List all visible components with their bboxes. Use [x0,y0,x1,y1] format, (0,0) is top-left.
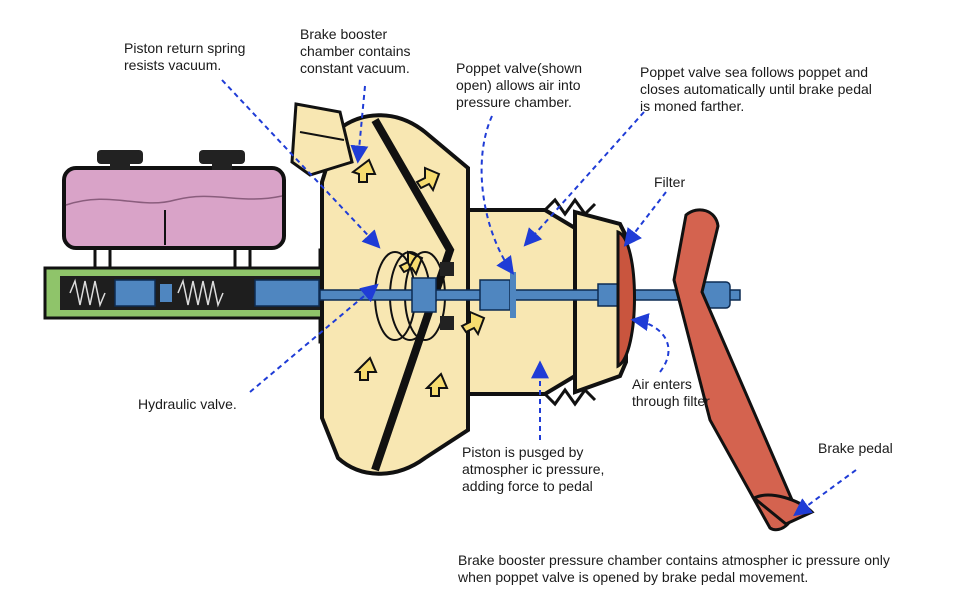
leader-piston-spring [221,79,381,249]
label-brake-pedal: Brake pedal [818,440,893,456]
airflow-arrow-4 [353,356,378,381]
vacuum-inlet [290,102,354,177]
leader-hydraulic-valve [249,283,379,393]
label-piston-return-spring: Piston return spring resists vacuum. [124,40,246,73]
leader-filter [623,191,667,247]
leader-poppet-seal [523,111,645,247]
reservoir-cap-right [199,150,245,170]
air-filter [616,229,636,369]
airflow-arrow-1 [350,158,377,183]
leader-lines [221,79,857,517]
airflow-arrow-6 [460,310,486,337]
leader-brake-pedal [793,469,857,517]
master-cylinder [43,248,347,344]
label-hydraulic-valve: Hydraulic valve. [138,396,237,412]
label-air-enters: Air enters through filter [632,376,710,409]
brake-pedal-arm [672,208,815,532]
leader-air-enters [630,313,670,373]
label-pressure-chamber-note: Brake booster pressure chamber contains … [458,552,890,585]
leader-booster-chamber [350,85,369,164]
label-poppet-valve-seal: Poppet valve sea follows poppet and clos… [640,64,872,114]
label-piston-pushed: Piston is pusged by atmospher ic pressur… [462,444,605,494]
fluid-reservoir [62,166,286,268]
label-filter: Filter [654,174,686,190]
airflow-arrow-5 [424,372,449,397]
leader-poppet-open [480,115,515,275]
reservoir-cap-left [97,150,143,170]
label-poppet-valve-open: Poppet valve(shown open) allows air into… [456,60,583,110]
label-booster-chamber: Brake booster chamber contains constant … [300,26,411,76]
airflow-arrow-2 [415,166,441,193]
